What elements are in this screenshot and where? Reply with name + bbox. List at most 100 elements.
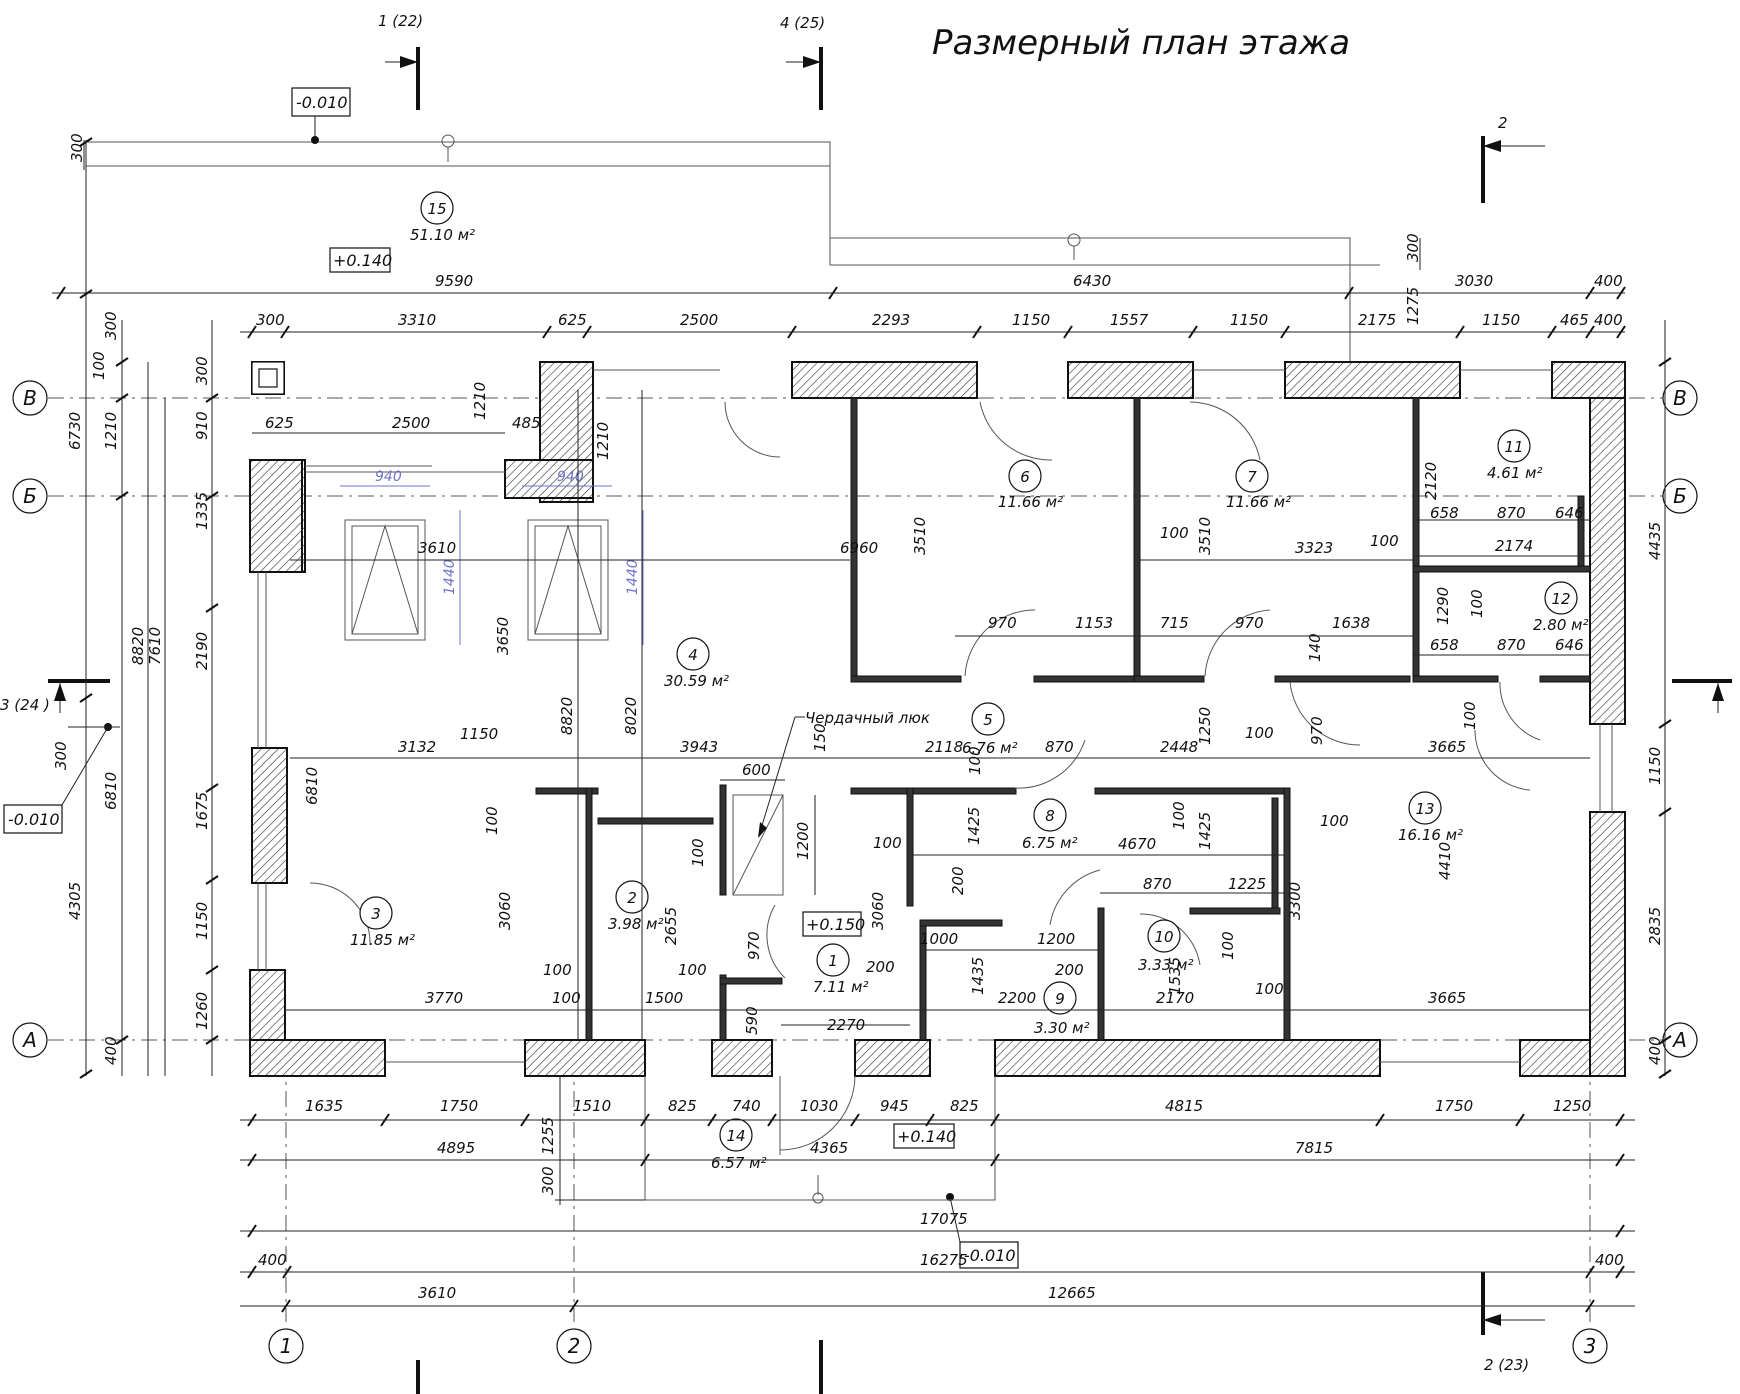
svg-text:1: 1 — [828, 952, 838, 970]
dim-bottom-chain1: 1635 1750 1510 825 740 1030 945 825 4815… — [240, 1097, 1635, 1127]
room-label-12: 122.80 м² — [1533, 581, 1589, 634]
svg-text:150: 150 — [811, 723, 829, 752]
svg-text:+0.140: +0.140 — [333, 251, 392, 270]
svg-text:3060: 3060 — [869, 892, 887, 930]
svg-text:740: 740 — [732, 1097, 761, 1115]
svg-text:7610: 7610 — [146, 627, 164, 665]
svg-text:1210: 1210 — [102, 412, 120, 450]
svg-text:11.66 м²: 11.66 м² — [1226, 493, 1291, 511]
svg-text:2120: 2120 — [1422, 462, 1440, 500]
svg-text:400: 400 — [1646, 1036, 1664, 1065]
svg-text:910: 910 — [193, 411, 211, 440]
room-label-8: 86.75 м² — [1022, 798, 1078, 852]
svg-text:1250: 1250 — [1553, 1097, 1591, 1115]
room-label-9: 93.30 м² — [1034, 981, 1090, 1037]
dim-interior-room11-12: 2120 658 870 646 2174 1290 100 658 870 6… — [1413, 462, 1590, 656]
dim-interior-lower: 100 1425 4670 1425 100 100 4410 3060 265… — [496, 801, 1454, 995]
svg-text:100: 100 — [90, 351, 108, 380]
svg-text:В: В — [1673, 386, 1687, 410]
drawing-title: Размерный план этажа — [932, 23, 1350, 63]
level-top-left: -0.010 — [291, 87, 351, 144]
svg-text:-0.010: -0.010 — [8, 810, 60, 829]
level-entrance: +0.140 — [893, 1123, 956, 1149]
svg-text:100: 100 — [1468, 589, 1486, 618]
svg-text:1335: 1335 — [193, 492, 211, 530]
svg-text:1557: 1557 — [1110, 311, 1149, 329]
svg-text:16.16 м²: 16.16 м² — [1398, 826, 1463, 844]
svg-text:100: 100 — [1219, 931, 1237, 960]
svg-text:140: 140 — [1306, 633, 1324, 662]
svg-text:400: 400 — [1594, 311, 1623, 329]
svg-text:30.59 м²: 30.59 м² — [664, 672, 729, 690]
attic-hatch-label: Чердачный люк — [805, 709, 930, 727]
svg-text:3: 3 — [1584, 1334, 1597, 1358]
svg-text:1425: 1425 — [965, 807, 983, 845]
svg-text:3132: 3132 — [398, 738, 436, 756]
svg-text:2448: 2448 — [1160, 738, 1198, 756]
svg-text:1675: 1675 — [193, 792, 211, 830]
svg-text:3510: 3510 — [911, 517, 929, 555]
svg-text:6960: 6960 — [840, 539, 878, 557]
svg-text:945: 945 — [880, 1097, 909, 1115]
svg-text:2270: 2270 — [827, 1016, 865, 1034]
svg-text:1535: 1535 — [1166, 957, 1184, 995]
terrace-outline — [86, 134, 1380, 362]
svg-text:4670: 4670 — [1118, 835, 1156, 853]
level-terrace: +0.140 — [329, 247, 392, 273]
svg-text:200: 200 — [866, 958, 895, 976]
svg-text:7815: 7815 — [1295, 1139, 1333, 1157]
dim-right-chain: 4435 1150 2835 400 — [1646, 320, 1672, 1079]
svg-text:1500: 1500 — [645, 989, 683, 1007]
window-height-left: 1440 — [442, 559, 458, 595]
level-bottom: -0.010 — [946, 1193, 1019, 1269]
svg-text:2.80 м²: 2.80 м² — [1533, 616, 1589, 634]
svg-text:1000: 1000 — [920, 930, 958, 948]
svg-text:3060: 3060 — [496, 892, 514, 930]
axis-bubble-row-a-right: А — [1662, 1022, 1698, 1058]
svg-text:1150: 1150 — [1482, 311, 1520, 329]
section-marker-4: 4 (25) — [780, 14, 825, 1394]
svg-text:7: 7 — [1247, 468, 1257, 486]
svg-text:590: 590 — [743, 1006, 761, 1035]
svg-text:3610: 3610 — [418, 1284, 456, 1302]
svg-text:715: 715 — [1160, 614, 1189, 632]
svg-text:2500: 2500 — [680, 311, 718, 329]
dim-top-chain1: 9590 6430 3030 400 — [52, 272, 1626, 300]
svg-text:970: 970 — [1235, 614, 1264, 632]
svg-text:100: 100 — [678, 961, 707, 979]
svg-text:100: 100 — [1461, 701, 1479, 730]
svg-text:625: 625 — [265, 414, 294, 432]
svg-text:3770: 3770 — [425, 989, 463, 1007]
room-label-5: 56.76 м² — [962, 702, 1018, 757]
svg-text:100: 100 — [1320, 812, 1349, 830]
svg-text:100: 100 — [689, 838, 707, 867]
svg-text:100: 100 — [1370, 532, 1399, 550]
dim-left-outer: 6730 8820 7610 4305 — [66, 137, 166, 1079]
section-label-4: 4 (25) — [780, 14, 825, 32]
svg-text:1200: 1200 — [794, 822, 812, 860]
axis-bubble-row-a-left: А — [12, 1022, 48, 1058]
svg-text:1153: 1153 — [1075, 614, 1113, 632]
svg-text:Б: Б — [23, 484, 37, 508]
svg-text:870: 870 — [1497, 504, 1526, 522]
dim-interior-upper-left: 625 2500 485 1210 1210 3610 3650 8820 80… — [252, 382, 850, 1040]
svg-text:870: 870 — [1143, 875, 1172, 893]
svg-text:8820: 8820 — [558, 697, 576, 735]
room-label-3: 311.85 м² — [350, 896, 415, 949]
svg-text:200: 200 — [1055, 961, 1084, 979]
svg-text:2293: 2293 — [872, 311, 910, 329]
svg-text:2170: 2170 — [1156, 989, 1194, 1007]
svg-text:+0.140: +0.140 — [897, 1127, 956, 1146]
axis-bubble-col-2: 2 — [556, 1328, 592, 1364]
svg-text:1250: 1250 — [1196, 707, 1214, 745]
svg-text:1030: 1030 — [800, 1097, 838, 1115]
window-width-right: 940 — [557, 469, 584, 485]
svg-text:100: 100 — [1255, 980, 1284, 998]
svg-text:14: 14 — [726, 1127, 745, 1145]
svg-text:1635: 1635 — [305, 1097, 343, 1115]
room-label-14: 146.57 м² — [711, 1118, 767, 1172]
entrance-platform-outline — [644, 1076, 996, 1204]
svg-text:В: В — [23, 386, 37, 410]
svg-text:2655: 2655 — [662, 907, 680, 945]
level-left: -0.010 — [3, 723, 112, 834]
